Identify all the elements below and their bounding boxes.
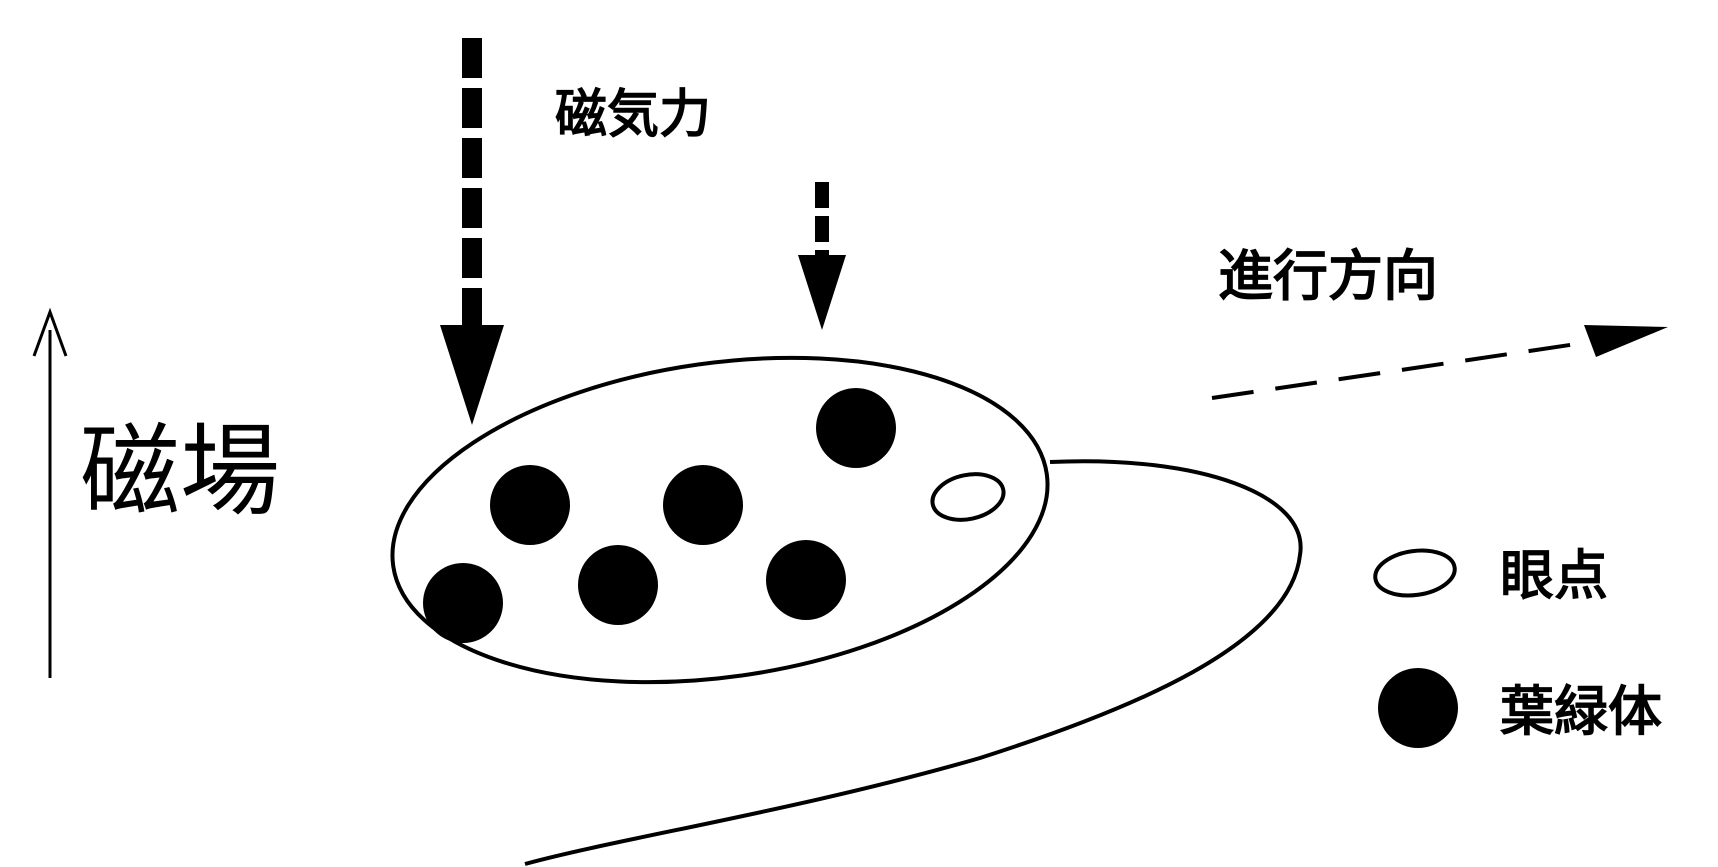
legend: 眼点 葉緑体 (1373, 544, 1662, 748)
magnetic-field-label: 磁場 (80, 413, 280, 530)
legend-item-chloroplast: 葉緑体 (1378, 668, 1662, 748)
chloroplast-legend-icon (1378, 668, 1458, 748)
legend-item-eyespot: 眼点 (1373, 544, 1608, 607)
cell-tail (524, 459, 1303, 866)
chloroplast (816, 388, 896, 468)
magnetic-field-arrow (32, 307, 68, 678)
chloroplast (766, 540, 846, 620)
magnetic-force-arrow-large (440, 38, 504, 425)
chloroplast (578, 545, 658, 625)
direction-of-travel-arrow (1211, 325, 1668, 400)
direction-of-travel-label: 進行方向 (1218, 244, 1438, 308)
euglena-cell (390, 355, 1303, 866)
chloroplast (663, 465, 743, 545)
legend-label-chloroplast: 葉緑体 (1499, 680, 1662, 743)
magnetic-force-label: 磁気力 (555, 85, 711, 145)
eyespot-legend-icon (1373, 548, 1457, 598)
magnetic-force-arrow-small (798, 182, 846, 330)
chloroplast (423, 563, 503, 643)
chloroplast (490, 465, 570, 545)
cell-body-ellipse (390, 355, 1050, 685)
eyespot (930, 472, 1006, 522)
legend-label-eyespot: 眼点 (1500, 544, 1608, 607)
